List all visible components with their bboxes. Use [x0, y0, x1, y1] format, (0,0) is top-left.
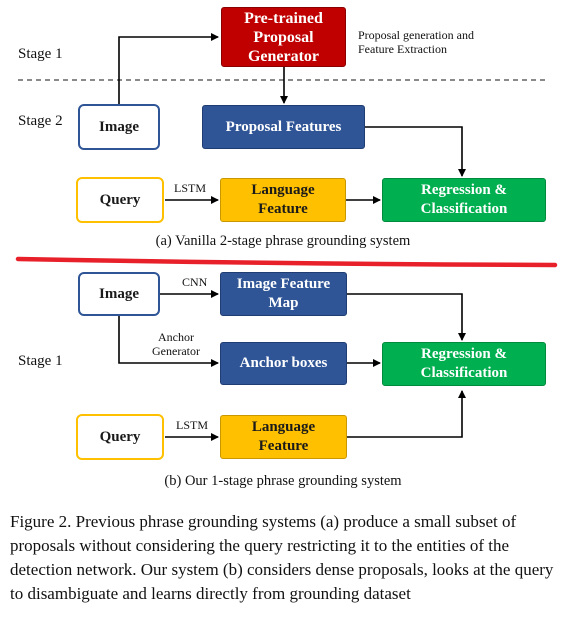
arrow-feature-map-to-regression [347, 293, 466, 341]
image-feature-map-box: Image Feature Map [220, 272, 347, 316]
cnn-label: CNN [182, 275, 208, 289]
generator-note: Proposal generation and Feature Extracti… [358, 28, 474, 56]
anchor-generator-label: Anchor Generator [152, 330, 200, 358]
section-separator [15, 256, 558, 268]
lstm-label-bottom: LSTM [176, 418, 209, 432]
generator-note-line2: Feature Extraction [358, 42, 447, 56]
query-box-top: Query [76, 177, 164, 223]
arrow-image-to-anchor-boxes [118, 316, 219, 367]
proposal-features-box: Proposal Features [202, 105, 365, 149]
generator-note-line1: Proposal generation and [358, 28, 474, 42]
image-box-top: Image [78, 104, 160, 150]
stage1-label-top: Stage 1 [18, 46, 63, 62]
language-feature-box-bottom: Language Feature [220, 415, 347, 459]
arrow-features-to-regression [365, 126, 466, 177]
arrow-language2-to-regression [347, 390, 466, 438]
regression-box-top: Regression & Classification [382, 178, 546, 222]
arrow-image-to-generator [118, 33, 219, 104]
anchor-generator-line1: Anchor [157, 330, 194, 344]
stage1-label-bottom: Stage 1 [18, 353, 63, 369]
subcaption-a: (a) Vanilla 2-stage phrase grounding sys… [155, 233, 411, 249]
generator-box: Pre-trained Proposal Generator [221, 7, 346, 67]
language-feature-box-top: Language Feature [220, 178, 346, 222]
lstm-label-top: LSTM [174, 181, 207, 195]
image-box-bottom: Image [78, 272, 160, 316]
anchor-boxes-box: Anchor boxes [220, 342, 347, 385]
figure-caption: Figure 2. Previous phrase grounding syst… [10, 512, 554, 603]
regression-box-bottom: Regression & Classification [382, 342, 546, 386]
query-box-bottom: Query [76, 414, 164, 460]
stage2-label-top: Stage 2 [18, 113, 63, 129]
anchor-generator-line2: Generator [152, 344, 200, 358]
subcaption-b: (b) Our 1-stage phrase grounding system [164, 473, 402, 489]
